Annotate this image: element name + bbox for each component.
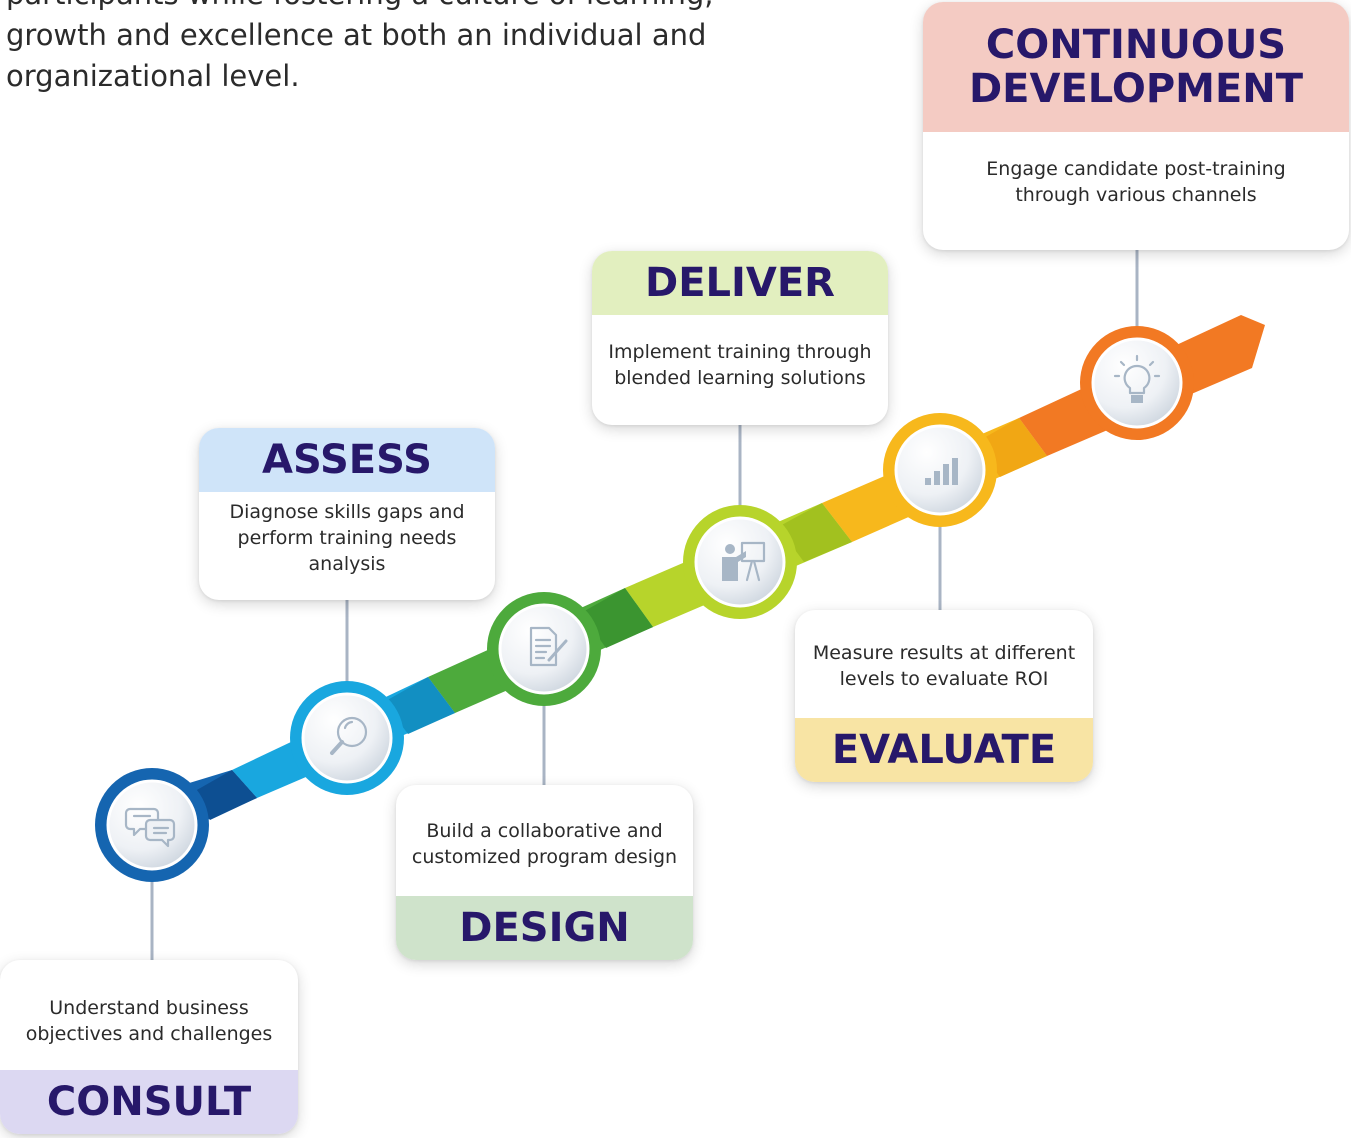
step-card-assess: ASSESS Diagnose skills gaps and perform …: [199, 428, 495, 600]
lightbulb-icon: [1113, 354, 1161, 403]
step-title-evaluate: EVALUATE: [795, 718, 1093, 782]
step-title-assess: ASSESS: [199, 428, 495, 492]
node-deliver: [683, 505, 797, 619]
arrow-chevron-design: [581, 588, 653, 648]
step-title-continuous-line-2: DEVELOPMENT: [968, 66, 1304, 112]
step-description-consult: Understand business objectives and chall…: [25, 997, 273, 1045]
document-edit-icon: [529, 626, 568, 667]
step-description-deliver: Implement training through blended learn…: [608, 341, 872, 389]
intro-line-3: organizational level.: [6, 59, 300, 93]
presentation-board-icon: [722, 541, 766, 582]
step-card-evaluate: Measure results at different levels to e…: [795, 610, 1093, 782]
step-card-consult: Understand business objectives and chall…: [0, 960, 298, 1134]
chat-bubbles-icon: [124, 807, 176, 848]
intro-paragraph: participants while fostering a culture o…: [6, 0, 766, 97]
step-description-design: Build a collaborative and customized pro…: [411, 819, 678, 868]
step-title-continuous-line-1: CONTINUOUS: [985, 22, 1287, 68]
node-assess: [290, 681, 404, 795]
intro-line-2: growth and excellence at both an individ…: [6, 18, 707, 52]
arrow-chevron-deliver: [778, 503, 852, 562]
step-title-design: DESIGN: [396, 896, 693, 960]
step-card-deliver: DELIVER Implement training through blend…: [592, 251, 888, 425]
step-description-continuous-development: Engage candidate post-training through v…: [986, 158, 1286, 206]
step-title-consult: CONSULT: [0, 1070, 298, 1134]
step-description-evaluate: Measure results at different levels to e…: [812, 642, 1076, 690]
step-card-design: Build a collaborative and customized pro…: [396, 785, 693, 960]
node-continuous: [1080, 326, 1194, 440]
bar-chart-icon: [925, 458, 958, 485]
arrow-chevron-assess: [384, 677, 455, 734]
intro-line-1: participants while fostering a culture o…: [6, 0, 713, 11]
step-card-continuous-development: CONTINUOUS DEVELOPMENT Engage candidate …: [923, 2, 1349, 250]
node-evaluate: [883, 413, 997, 527]
node-design: [487, 592, 601, 706]
magnifier-icon: [330, 716, 368, 755]
step-description-assess: Diagnose skills gaps and perform trainin…: [229, 501, 465, 575]
step-title-continuous-development: CONTINUOUS DEVELOPMENT: [923, 2, 1349, 132]
step-title-deliver: DELIVER: [592, 251, 888, 315]
connectors: [150, 250, 1139, 960]
